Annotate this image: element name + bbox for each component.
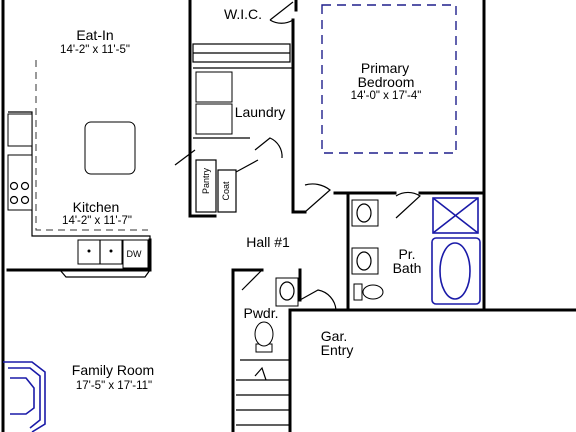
powder-label: Pwdr. [243,305,278,321]
hall-door [304,183,331,213]
tray-ceiling-outline [321,4,457,154]
kitchen-dims: 14'-2" x 11'-7" [62,215,132,227]
primary-bedroom-label-1: Primary [361,60,409,76]
dishwasher-label: DW [127,249,142,259]
primary-bath-label-1: Pr. [398,246,415,262]
hall-label: Hall #1 [246,234,290,250]
garage-entry-label-1: Gar. [321,328,347,344]
garage-entry-label-2: Entry [321,342,354,358]
wic-label: W.I.C. [224,6,262,22]
primary-bedroom-label-2: Bedroom [358,74,415,90]
wic-closet [192,1,294,63]
family-room-dims: 17'-5" x 17'-11" [76,380,152,392]
coat-label: Coat [221,181,231,201]
fireplace [3,361,46,432]
kitchen-counters [7,60,151,278]
powder-fixtures [240,269,337,361]
laundry-label: Laundry [235,104,286,120]
stairs [236,366,290,426]
laundry-appliances [193,67,293,159]
primary-bath-label-2: Bath [393,260,422,276]
pantry-coat [174,149,259,213]
primary-bath-fixtures [351,191,481,305]
primary-bedroom-dims: 14'-0" x 17'-4" [351,90,422,102]
family-room-label: Family Room [72,362,154,378]
eat-in-label: Eat-In [76,27,113,43]
eat-in-dims: 14'-2" x 11'-5" [60,44,130,56]
pantry-label: Pantry [201,167,211,194]
kitchen-label: Kitchen [73,199,120,215]
